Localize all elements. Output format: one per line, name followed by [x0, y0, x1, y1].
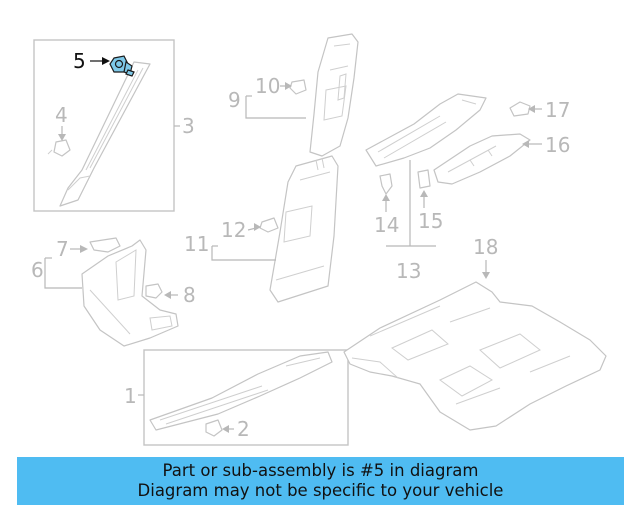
- callout-14: 14: [374, 213, 399, 237]
- pillar-clip-part-5[interactable]: [109, 55, 135, 77]
- callout-2: 2: [237, 417, 250, 441]
- callout-9: 9: [228, 88, 241, 112]
- lower-b-pillar-trim[interactable]: [269, 155, 339, 303]
- banner-line-2: Diagram may not be specific to your vehi…: [137, 481, 504, 500]
- callout-4: 4: [55, 103, 68, 127]
- pillar-clip-part-4[interactable]: [47, 139, 71, 157]
- callout-3: 3: [182, 114, 195, 138]
- info-banner: Part or sub-assembly is #5 in diagram Di…: [17, 457, 624, 505]
- b-pillar-clip-part-10[interactable]: [289, 79, 307, 95]
- callout-16: 16: [545, 133, 570, 157]
- kick-panel-clip-part-7[interactable]: [89, 237, 121, 253]
- callout-1: 1: [124, 384, 137, 408]
- scuff-plate-clip-part-2[interactable]: [205, 419, 223, 437]
- kick-panel-screw-part-8[interactable]: [145, 283, 163, 299]
- kick-panel-trim[interactable]: [81, 239, 179, 347]
- b-pillar-clip-part-12[interactable]: [259, 217, 279, 233]
- callout-6: 6: [31, 258, 44, 282]
- floor-carpet-part-18[interactable]: [343, 281, 607, 431]
- scuff-plate[interactable]: [149, 351, 333, 431]
- callout-7: 7: [56, 237, 69, 261]
- upper-b-pillar-trim[interactable]: [309, 33, 359, 157]
- callout-12: 12: [221, 218, 246, 242]
- callout-5: 5: [73, 49, 86, 73]
- sill-clip-part-15[interactable]: [417, 169, 431, 189]
- callout-11: 11: [184, 232, 209, 256]
- callout-13: 13: [396, 259, 421, 283]
- callout-17: 17: [545, 98, 570, 122]
- callout-18: 18: [473, 235, 498, 259]
- a-pillar-trim[interactable]: [59, 61, 151, 207]
- sill-clip-part-14[interactable]: [379, 173, 393, 195]
- banner-line-1: Part or sub-assembly is #5 in diagram: [162, 461, 479, 480]
- callout-15: 15: [418, 209, 443, 233]
- callout-8: 8: [183, 283, 196, 307]
- callout-10: 10: [255, 74, 280, 98]
- sill-trim-panel[interactable]: [365, 93, 487, 167]
- scuff-plate-group-frame: [143, 349, 349, 446]
- sill-bracket-part-16[interactable]: [433, 133, 531, 185]
- sill-clip-part-17[interactable]: [509, 101, 531, 117]
- parts-diagram: 5 4 3 10 9 12 11 7 6: [31, 33, 607, 446]
